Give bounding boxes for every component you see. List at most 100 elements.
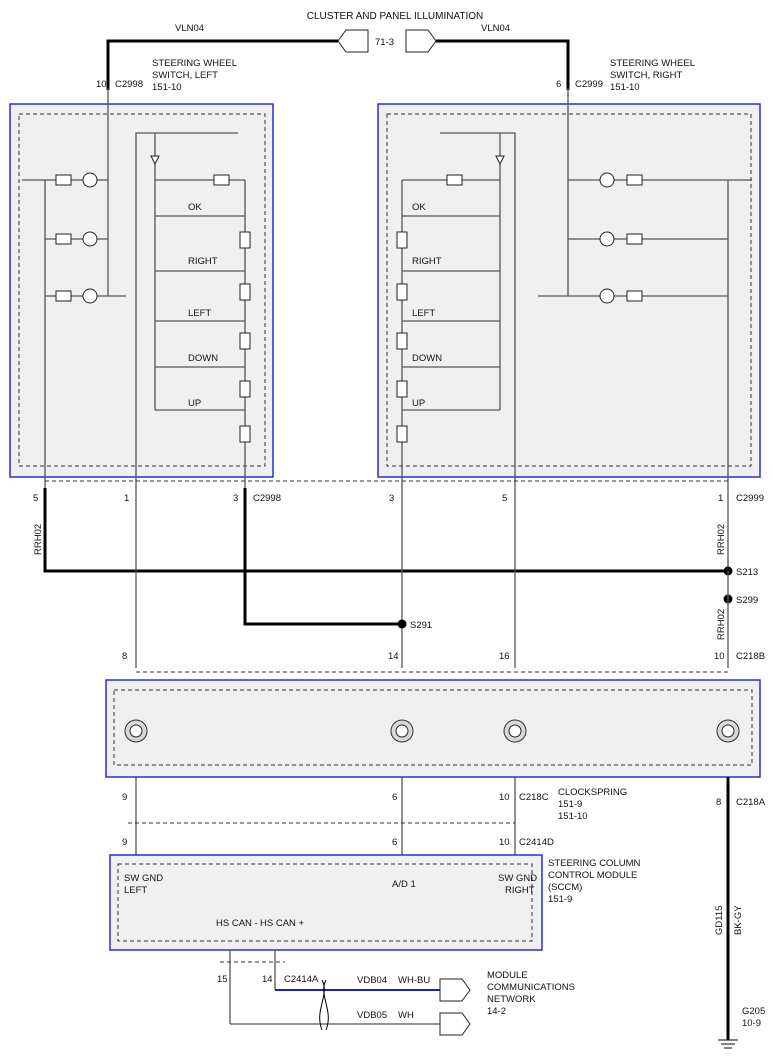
ground-icon <box>718 1039 738 1049</box>
left-button-right: RIGHT <box>155 256 245 272</box>
connector-right-icon <box>405 29 437 53</box>
clockspring-coil-2 <box>390 719 414 743</box>
network-name2: COMMUNICATIONS <box>487 982 575 993</box>
right-button-down: DOWN <box>402 353 500 368</box>
left-button-up: UP <box>155 398 245 411</box>
left-button-left: LEFT <box>155 308 245 322</box>
middle-wiring: RRH02 RRH02 S213 S299 RRH02 S291 8 14 16… <box>33 488 765 673</box>
right-button-ok: OK <box>402 202 500 217</box>
illumination-feed: CLUSTER AND PANEL ILLUMINATION 71-3 VLN0… <box>96 11 603 90</box>
svg-text:10: 10 <box>499 792 510 803</box>
left-button-down: DOWN <box>155 353 245 368</box>
left-steering-switch: STEERING WHEEL SWITCH, LEFT 151-10 <box>9 58 281 504</box>
ground-name: G205 <box>742 1006 765 1017</box>
right-button-left: LEFT <box>402 308 500 322</box>
clockspring-name: CLOCKSPRING <box>558 787 627 798</box>
svg-text:DOWN: DOWN <box>412 353 442 364</box>
svg-text:9: 9 <box>122 792 127 803</box>
right-led-row-2 <box>568 231 728 247</box>
svg-text:RIGHT: RIGHT <box>188 256 218 267</box>
gd115-label: GD115 <box>714 906 725 935</box>
left-switch-dashed <box>18 113 266 467</box>
left-led-row-2 <box>45 231 108 247</box>
left-bottom-connector: C2998 <box>253 493 281 504</box>
network-connector-1-icon <box>439 978 471 1002</box>
bkgy-label: BK-GY <box>733 905 744 935</box>
lower-wiring: 9 6 10 C218C 8 C218A 9 6 10 C2414D GD115… <box>122 777 766 1049</box>
svg-text:10: 10 <box>714 651 725 662</box>
svg-text:OK: OK <box>188 202 202 213</box>
svg-text:LEFT: LEFT <box>124 885 147 896</box>
right-led-row-1 <box>568 172 752 188</box>
svg-text:SW GND: SW GND <box>498 873 537 884</box>
network-connector-2-icon <box>439 1012 471 1036</box>
rrh02-bus <box>43 488 728 573</box>
left-button-ok: OK <box>155 202 245 217</box>
svg-text:14: 14 <box>388 651 399 662</box>
svg-text:S299: S299 <box>736 595 758 606</box>
svg-text:6: 6 <box>392 837 397 848</box>
right-button-up: UP <box>402 398 500 411</box>
clockspring: CLOCKSPRING 151-9 151-10 <box>105 679 761 822</box>
left-switch-name1: STEERING WHEEL <box>152 58 237 69</box>
feed-wire-left <box>106 39 338 90</box>
left-pin-3: 3 <box>233 493 238 504</box>
svg-text:A/D 1: A/D 1 <box>392 879 416 890</box>
svg-text:10: 10 <box>499 837 510 848</box>
rrh02-right-lower-label: RRH02 <box>716 609 727 640</box>
svg-text:14: 14 <box>262 974 273 985</box>
wire-label-vln04-left: VLN04 <box>175 23 204 34</box>
svg-text:UP: UP <box>412 398 425 409</box>
clockspring-ref2: 151-10 <box>558 811 588 822</box>
rrh02-right-upper-label: RRH02 <box>716 524 727 555</box>
illumination-title: CLUSTER AND PANEL ILLUMINATION <box>307 11 484 22</box>
svg-text:15: 15 <box>217 974 228 985</box>
svg-text:8: 8 <box>716 797 721 808</box>
svg-text:WH: WH <box>398 1010 414 1021</box>
right-pin-1: 1 <box>718 493 723 504</box>
right-switch-dashed <box>386 113 752 467</box>
svg-text:HS CAN -: HS CAN - <box>216 918 258 929</box>
right-bottom-connector: C2999 <box>736 493 764 504</box>
right-switch-ref: 151-10 <box>610 82 640 93</box>
svg-text:UP: UP <box>188 398 201 409</box>
svg-text:VDB05: VDB05 <box>357 1010 387 1021</box>
right-pin-3: 3 <box>389 493 394 504</box>
svg-text:VDB04: VDB04 <box>357 975 387 986</box>
svg-text:WH-BU: WH-BU <box>398 975 430 986</box>
sccm-box <box>109 854 543 951</box>
sccm-name1: STEERING COLUMN <box>548 858 641 869</box>
wire-label-vln04-right: VLN04 <box>481 23 510 34</box>
svg-text:HS CAN +: HS CAN + <box>260 918 305 929</box>
left-pin-5: 5 <box>33 493 38 504</box>
illumination-page-ref: 71-3 <box>375 37 394 48</box>
clockspring-coil-3 <box>503 719 527 743</box>
svg-text:S213: S213 <box>736 567 758 578</box>
svg-text:LEFT: LEFT <box>188 308 211 319</box>
right-switch-name1: STEERING WHEEL <box>610 58 695 69</box>
twisted-pair-icon <box>319 979 329 1031</box>
clockspring-right-connector: C218A <box>736 797 766 808</box>
clockspring-bottom-connector: C218C <box>519 792 549 803</box>
right-switch-name2: SWITCH, RIGHT <box>610 70 682 81</box>
right-top-connector: C2999 <box>575 79 603 90</box>
left-switch-ref: 151-10 <box>152 82 182 93</box>
splice-s291 <box>397 619 407 629</box>
feed-wire-right <box>436 39 570 90</box>
sccm-connector: C2414D <box>519 837 554 848</box>
network-name1: MODULE <box>487 970 528 981</box>
clockspring-coil-4 <box>716 719 740 743</box>
right-steering-switch: STEERING WHEEL SWITCH, RIGHT 151-10 OK <box>377 58 764 504</box>
right-button-right: RIGHT <box>402 256 500 272</box>
can-connector: C2414A <box>284 974 319 985</box>
right-top-pin: 6 <box>556 79 561 90</box>
svg-text:DOWN: DOWN <box>188 353 218 364</box>
left-led-row-1 <box>22 172 108 188</box>
svg-text:RIGHT: RIGHT <box>412 256 442 267</box>
clockspring-ref1: 151-9 <box>558 799 582 810</box>
right-pin-5: 5 <box>502 493 507 504</box>
sccm-name2: CONTROL MODULE <box>548 870 637 881</box>
ground-ref: 10-9 <box>742 1018 761 1029</box>
rrh02-left-label: RRH02 <box>33 524 44 555</box>
